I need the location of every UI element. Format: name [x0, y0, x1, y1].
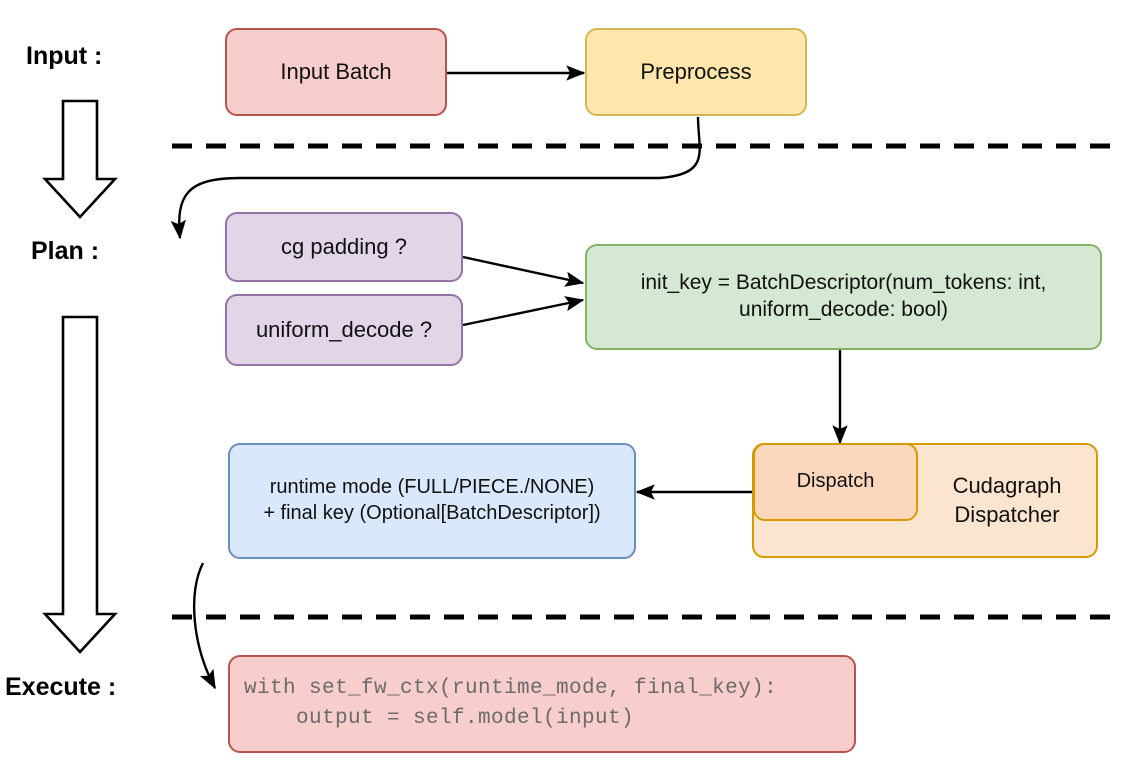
stage-arrow-plan-to-execute	[42, 315, 118, 654]
stage-label-input: Input :	[26, 42, 103, 70]
node-uniform-decode[interactable]: uniform_decode ?	[225, 294, 463, 366]
node-execute-code-line2: output = self.model(input)	[244, 707, 635, 730]
node-init-key[interactable]: init_key = BatchDescriptor(num_tokens: i…	[585, 244, 1102, 350]
node-execute-code[interactable]: with set_fw_ctx(runtime_mode, final_key)…	[228, 655, 856, 753]
node-cudagraph-dispatcher-line1: Cudagraph	[952, 473, 1062, 499]
edge-runtime-mode-to-execute-code	[192, 562, 217, 690]
node-init-key-line2: uniform_decode: bool)	[739, 298, 948, 321]
stage-label-execute: Execute :	[5, 673, 117, 701]
node-execute-code-line1: with set_fw_ctx(runtime_mode, final_key)…	[244, 676, 778, 700]
node-cg-padding[interactable]: cg padding ?	[225, 212, 463, 282]
node-input-batch-label: Input Batch	[280, 58, 392, 84]
node-input-batch[interactable]: Input Batch	[225, 28, 447, 116]
node-runtime-mode[interactable]: runtime mode (FULL/PIECE./NONE) + final …	[228, 443, 636, 559]
node-runtime-mode-line1: runtime mode (FULL/PIECE./NONE)	[269, 476, 595, 499]
node-dispatch-label: Dispatch	[796, 470, 875, 493]
stage-label-plan: Plan :	[31, 237, 100, 265]
node-uniform-decode-label: uniform_decode ?	[255, 316, 433, 342]
node-dispatch[interactable]: Dispatch	[753, 443, 918, 521]
node-cudagraph-dispatcher-line2: Dispatcher	[954, 501, 1060, 527]
edge-cg-padding-to-init-key	[462, 255, 585, 287]
node-preprocess-label: Preprocess	[640, 58, 752, 84]
node-runtime-mode-line2: + final key (Optional[BatchDescriptor])	[263, 502, 601, 524]
stage-arrow-input-to-plan	[42, 99, 118, 219]
edge-uniform-decode-to-init-key	[462, 296, 585, 327]
node-cg-padding-label: cg padding ?	[281, 233, 407, 259]
node-preprocess[interactable]: Preprocess	[585, 28, 807, 116]
node-init-key-line1: init_key = BatchDescriptor(num_tokens: i…	[640, 271, 1047, 295]
